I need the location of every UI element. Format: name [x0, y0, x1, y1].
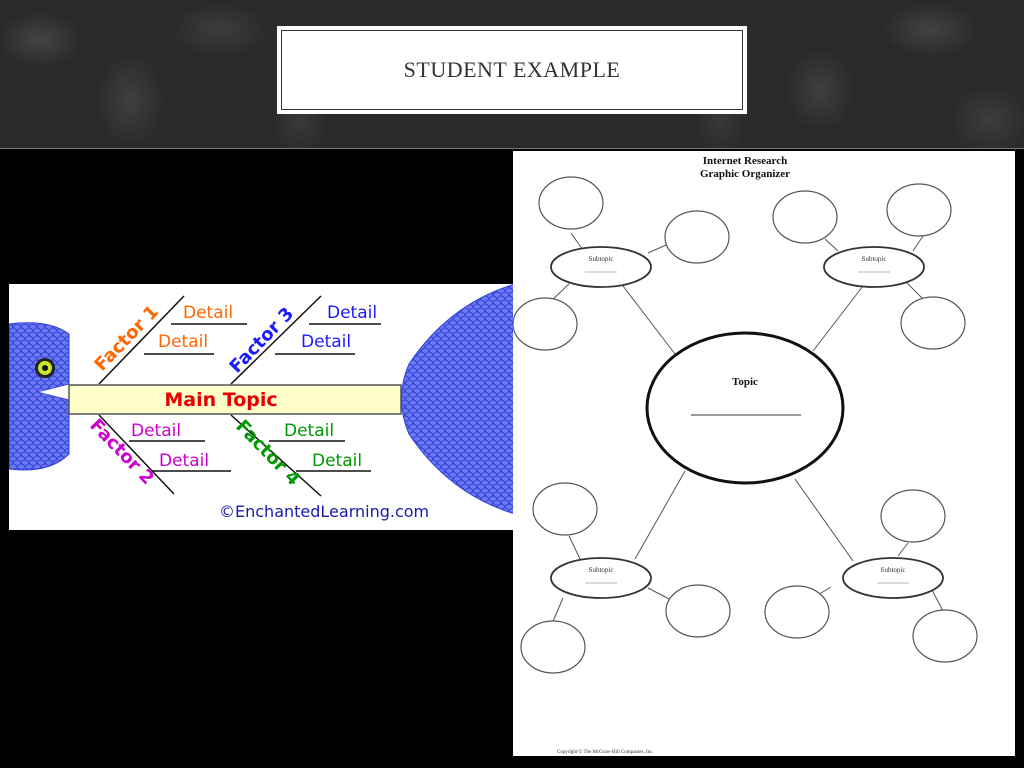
leaf-circle [886, 183, 952, 237]
credit-text: ©EnchantedLearning.com [219, 502, 429, 521]
subtopic-label-2: Subtopic [862, 255, 887, 263]
factor-2-detail-1: Detail [131, 421, 181, 441]
factor-3-detail-2: Detail [301, 332, 351, 352]
leaf-circle [772, 190, 838, 244]
leaf-circle [900, 296, 966, 350]
graphic-organizer: Internet Research Graphic Organizer [512, 151, 1015, 756]
leaf-circle [665, 584, 731, 638]
topic-circle [645, 331, 845, 485]
leaf-circle [512, 297, 578, 351]
subtopic-oval-2 [823, 246, 925, 288]
factor-1-detail-2: Detail [158, 332, 208, 352]
leaf-circle [880, 489, 946, 543]
organizer-svg: Internet Research Graphic Organizer [512, 155, 978, 755]
subtopic-oval-4 [842, 557, 944, 599]
subtopic-label-4: Subtopic [881, 566, 906, 574]
leaf-circle [912, 609, 978, 663]
slide-header: STUDENT EXAMPLE [0, 0, 1024, 149]
topic-label: Topic [732, 376, 758, 388]
leaf-circle [764, 585, 830, 639]
leaf-circle [538, 176, 604, 230]
factor-4-detail-2: Detail [312, 451, 362, 471]
factor-3-detail-1: Detail [327, 303, 377, 323]
subtopic-oval-3 [550, 557, 652, 599]
fishbone-svg: Main Topic Factor 1 Detail Detail Factor… [9, 284, 515, 521]
fish-spine [68, 384, 402, 415]
fish-tail [401, 284, 515, 515]
leaf-circle [664, 210, 730, 264]
factor-2-detail-2: Detail [159, 451, 209, 471]
title-frame: STUDENT EXAMPLE [281, 30, 743, 110]
fishbone-diagram: Main Topic Factor 1 Detail Detail Factor… [9, 284, 515, 530]
factor-1-detail-1: Detail [183, 303, 233, 323]
title-box: STUDENT EXAMPLE [277, 26, 747, 114]
leaf-circle [520, 620, 586, 674]
organizer-title-line2: Graphic Organizer [700, 168, 790, 180]
organizer-copyright: Copyright © The McGraw-Hill Companies, I… [557, 749, 654, 755]
factor-1-label: Factor 1 [90, 301, 163, 375]
slide-title: STUDENT EXAMPLE [403, 57, 621, 82]
main-topic-label: Main Topic [164, 389, 277, 411]
factor-3-label: Factor 3 [225, 303, 298, 377]
subtopic-label-1: Subtopic [589, 255, 614, 263]
factor-4-detail-1: Detail [284, 421, 334, 441]
organizer-title-line1: Internet Research [703, 155, 787, 167]
subtopic-label-3: Subtopic [589, 566, 614, 574]
subtopic-oval-1 [550, 246, 652, 288]
leaf-circle [532, 482, 598, 536]
